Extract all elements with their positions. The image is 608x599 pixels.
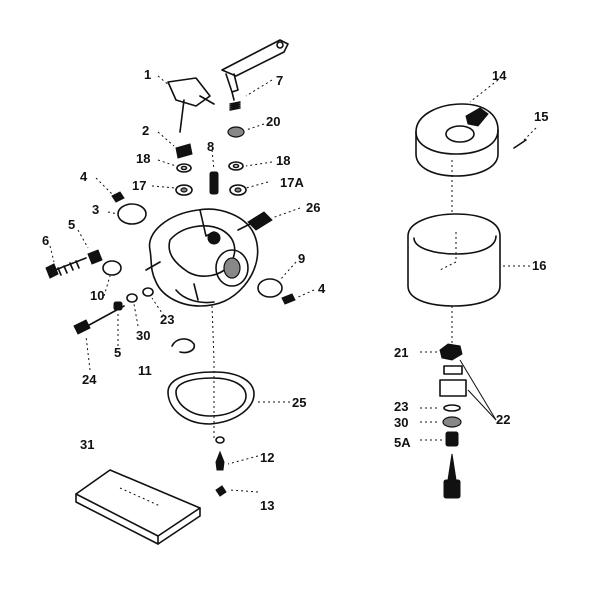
seat-13: [215, 485, 227, 497]
callout-16: 16: [532, 258, 546, 273]
callout-23-left: 23: [160, 312, 174, 327]
washer-12-top: [215, 436, 225, 444]
gasket-set-31: [75, 469, 201, 545]
screw-6: [45, 257, 87, 279]
ring-23-left: [142, 287, 154, 297]
ring-23-right: [443, 404, 461, 412]
callout-30-left: 30: [136, 328, 150, 343]
callout-18-right: 18: [276, 153, 290, 168]
spring-8: [209, 171, 219, 195]
plate-9: [257, 278, 283, 298]
mixture-needle: [443, 453, 461, 499]
callout-9: 9: [298, 251, 305, 266]
callout-22: 22: [496, 412, 510, 427]
spring-2: [175, 143, 193, 159]
callout-5-lower: 5: [114, 345, 121, 360]
nut-21: [439, 343, 463, 361]
callout-23-right: 23: [394, 399, 408, 414]
screw-4-upper: [111, 191, 125, 203]
callout-5a: 5A: [394, 435, 411, 450]
callout-10: 10: [90, 288, 104, 303]
callout-31: 31: [80, 437, 94, 452]
callout-20: 20: [266, 114, 280, 129]
callout-17a: 17A: [280, 175, 304, 190]
spring-20: [229, 101, 241, 111]
callout-7: 7: [276, 73, 283, 88]
spring-5-lower: [113, 301, 123, 311]
callout-18-left: 18: [136, 151, 150, 166]
callout-4-lower: 4: [318, 281, 326, 296]
callout-21: 21: [394, 345, 408, 360]
seal-17: [175, 184, 193, 196]
callout-14: 14: [492, 68, 507, 83]
washer-18-left: [176, 163, 192, 173]
callout-13: 13: [260, 498, 274, 513]
spring-5a: [445, 431, 459, 447]
callout-15: 15: [534, 109, 548, 124]
throttle-shaft-lever: [221, 39, 289, 101]
callout-5-upper: 5: [68, 217, 75, 232]
gasket-25: [167, 371, 255, 425]
seal-17a: [229, 184, 247, 196]
choke-plate-3: [117, 203, 147, 225]
callout-11: 11: [138, 363, 152, 378]
callout-2: 2: [142, 123, 149, 138]
callout-17: 17: [132, 178, 146, 193]
carburetor-body: [145, 208, 259, 307]
washer-30-right: [442, 416, 462, 428]
washer-30-left: [126, 293, 138, 303]
seal-20: [227, 126, 245, 138]
filter-element-16: [407, 213, 501, 307]
throttle-plate: [167, 77, 215, 133]
callout-1: 1: [144, 67, 151, 82]
callout-4-upper: 4: [80, 169, 88, 184]
fitting-22: [439, 365, 467, 397]
nozzle-12: [215, 450, 225, 471]
callout-12: 12: [260, 450, 274, 465]
callout-24: 24: [82, 372, 97, 387]
washer-18-right: [228, 161, 244, 171]
screw-4-lower: [281, 293, 296, 305]
float-hinge-11: [171, 338, 196, 354]
callout-26: 26: [306, 200, 320, 215]
spring-5-upper: [87, 249, 103, 265]
callout-3: 3: [92, 202, 99, 217]
callout-6: 6: [42, 233, 49, 248]
callout-8: 8: [207, 139, 214, 154]
callout-30-right: 30: [394, 415, 408, 430]
o-ring-10: [102, 260, 122, 276]
callout-25: 25: [292, 395, 306, 410]
air-filter-14: [415, 103, 499, 177]
pin-15: [513, 139, 527, 149]
